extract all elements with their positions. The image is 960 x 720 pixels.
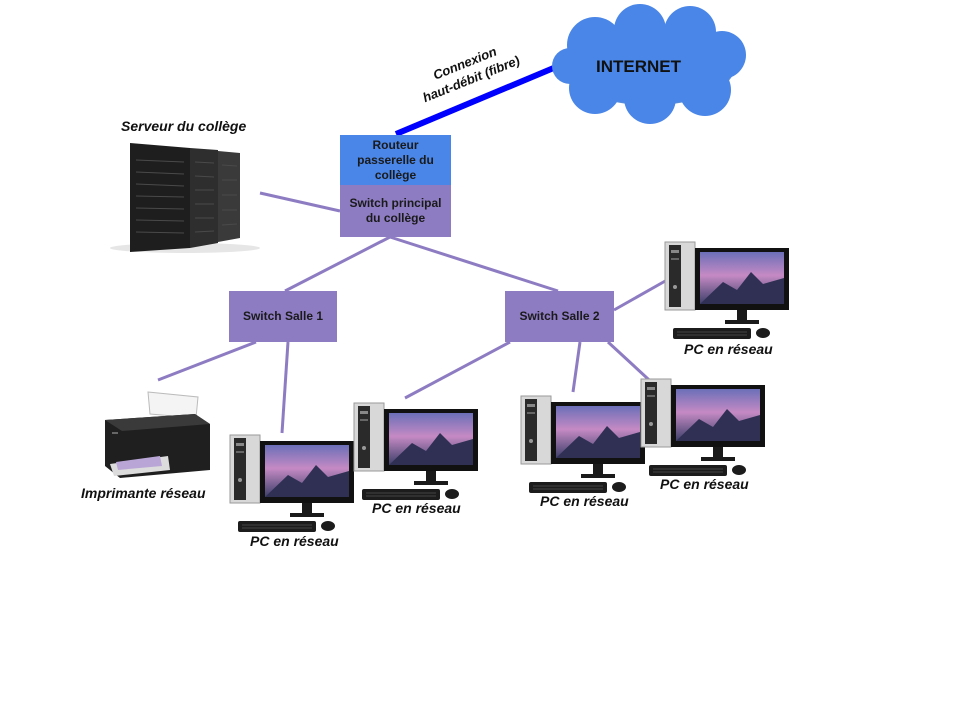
switch-room2-label: Switch Salle 2 [519,309,600,323]
link-switch1-printer [157,340,257,382]
server-rack-icon [110,143,260,253]
switch-room1-box: Switch Salle 1 [229,291,337,342]
link-server-mainswitch [259,191,341,213]
pc-label: PC en réseau [540,493,629,509]
router-label: Routeur passerelle du collège [357,137,434,182]
switch-room1-label: Switch Salle 1 [242,309,324,323]
pc-icon [520,395,646,494]
switch-room2-box: Switch Salle 2 [505,291,614,342]
pc-label: PC en réseau [660,476,749,492]
internet-label: INTERNET [596,57,681,76]
server-label: Serveur du collège [121,118,247,134]
main-switch-label: Switch principal du collège [349,196,442,225]
pc-label: PC en réseau [250,533,339,549]
pc-icon [640,378,766,477]
pc-icon [229,434,355,533]
link-switch2-pc3 [571,341,582,393]
link-switch2-pc2 [404,340,511,400]
internet-cloud-icon [552,4,746,124]
pc-icon [353,402,479,501]
pc-label: PC en réseau [372,500,461,516]
link-switch1-pc1 [280,341,290,434]
printer-icon [105,391,210,478]
fiber-link [394,64,558,137]
link-switch2-pc5 [613,278,668,312]
link-mainswitch-switch1 [284,235,391,293]
pc-label: PC en réseau [684,341,773,357]
main-switch-box: Switch principal du collège [340,185,451,237]
link-mainswitch-switch2 [389,235,559,293]
pc-icon [664,241,790,340]
printer-label: Imprimante réseau [81,485,206,501]
router-box: Routeur passerelle du collège [340,135,451,185]
